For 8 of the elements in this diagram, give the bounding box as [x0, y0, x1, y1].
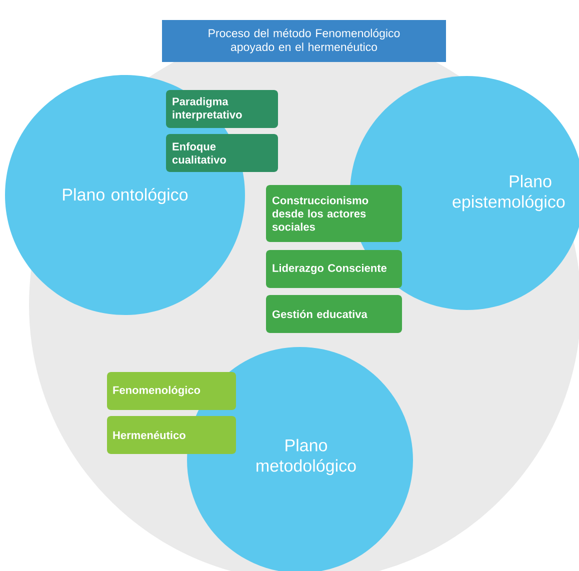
concept-box: Fenomenológico	[107, 372, 236, 410]
concept-box: Gestión educativa	[266, 295, 402, 333]
concept-box: Liderazgo Consciente	[266, 250, 402, 288]
title-box: Proceso del método Fenomenológico apoyado en el hermenéutico	[162, 20, 446, 62]
concept-box: Paradigma interpretativo	[166, 90, 278, 128]
concept-box: Hermenéutico	[107, 416, 236, 454]
concept-box: Construccionismo desde los actores sociales	[266, 185, 402, 242]
concept-box: Enfoque cualitativo	[166, 134, 278, 172]
